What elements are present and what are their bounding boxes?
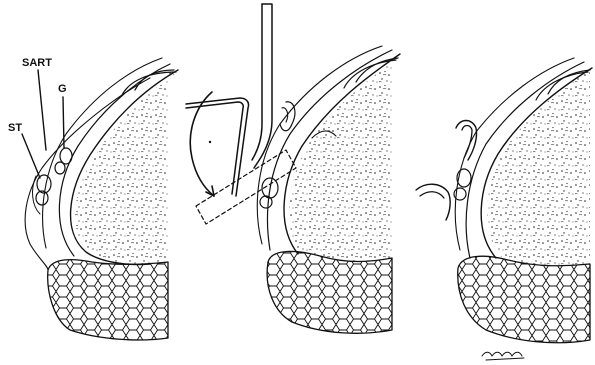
artist-signature <box>482 352 524 360</box>
panel-1: SART G ST <box>8 57 178 340</box>
label-g: G <box>58 83 67 95</box>
fat-lobules <box>458 256 590 343</box>
hook-instrument <box>186 98 249 196</box>
panel-2 <box>186 4 400 333</box>
bone-region <box>75 72 178 264</box>
label-st: ST <box>8 122 22 134</box>
panel-3 <box>416 58 592 360</box>
bone-region <box>487 70 590 268</box>
fat-lobules <box>267 251 392 333</box>
dashed-path <box>196 150 296 224</box>
g-leader <box>63 97 64 148</box>
sart-leader <box>38 70 46 150</box>
st-leader <box>22 134 40 178</box>
label-sart: SART <box>22 57 52 69</box>
fat-lobules <box>48 260 168 340</box>
tendon-stump-lower <box>416 184 450 220</box>
